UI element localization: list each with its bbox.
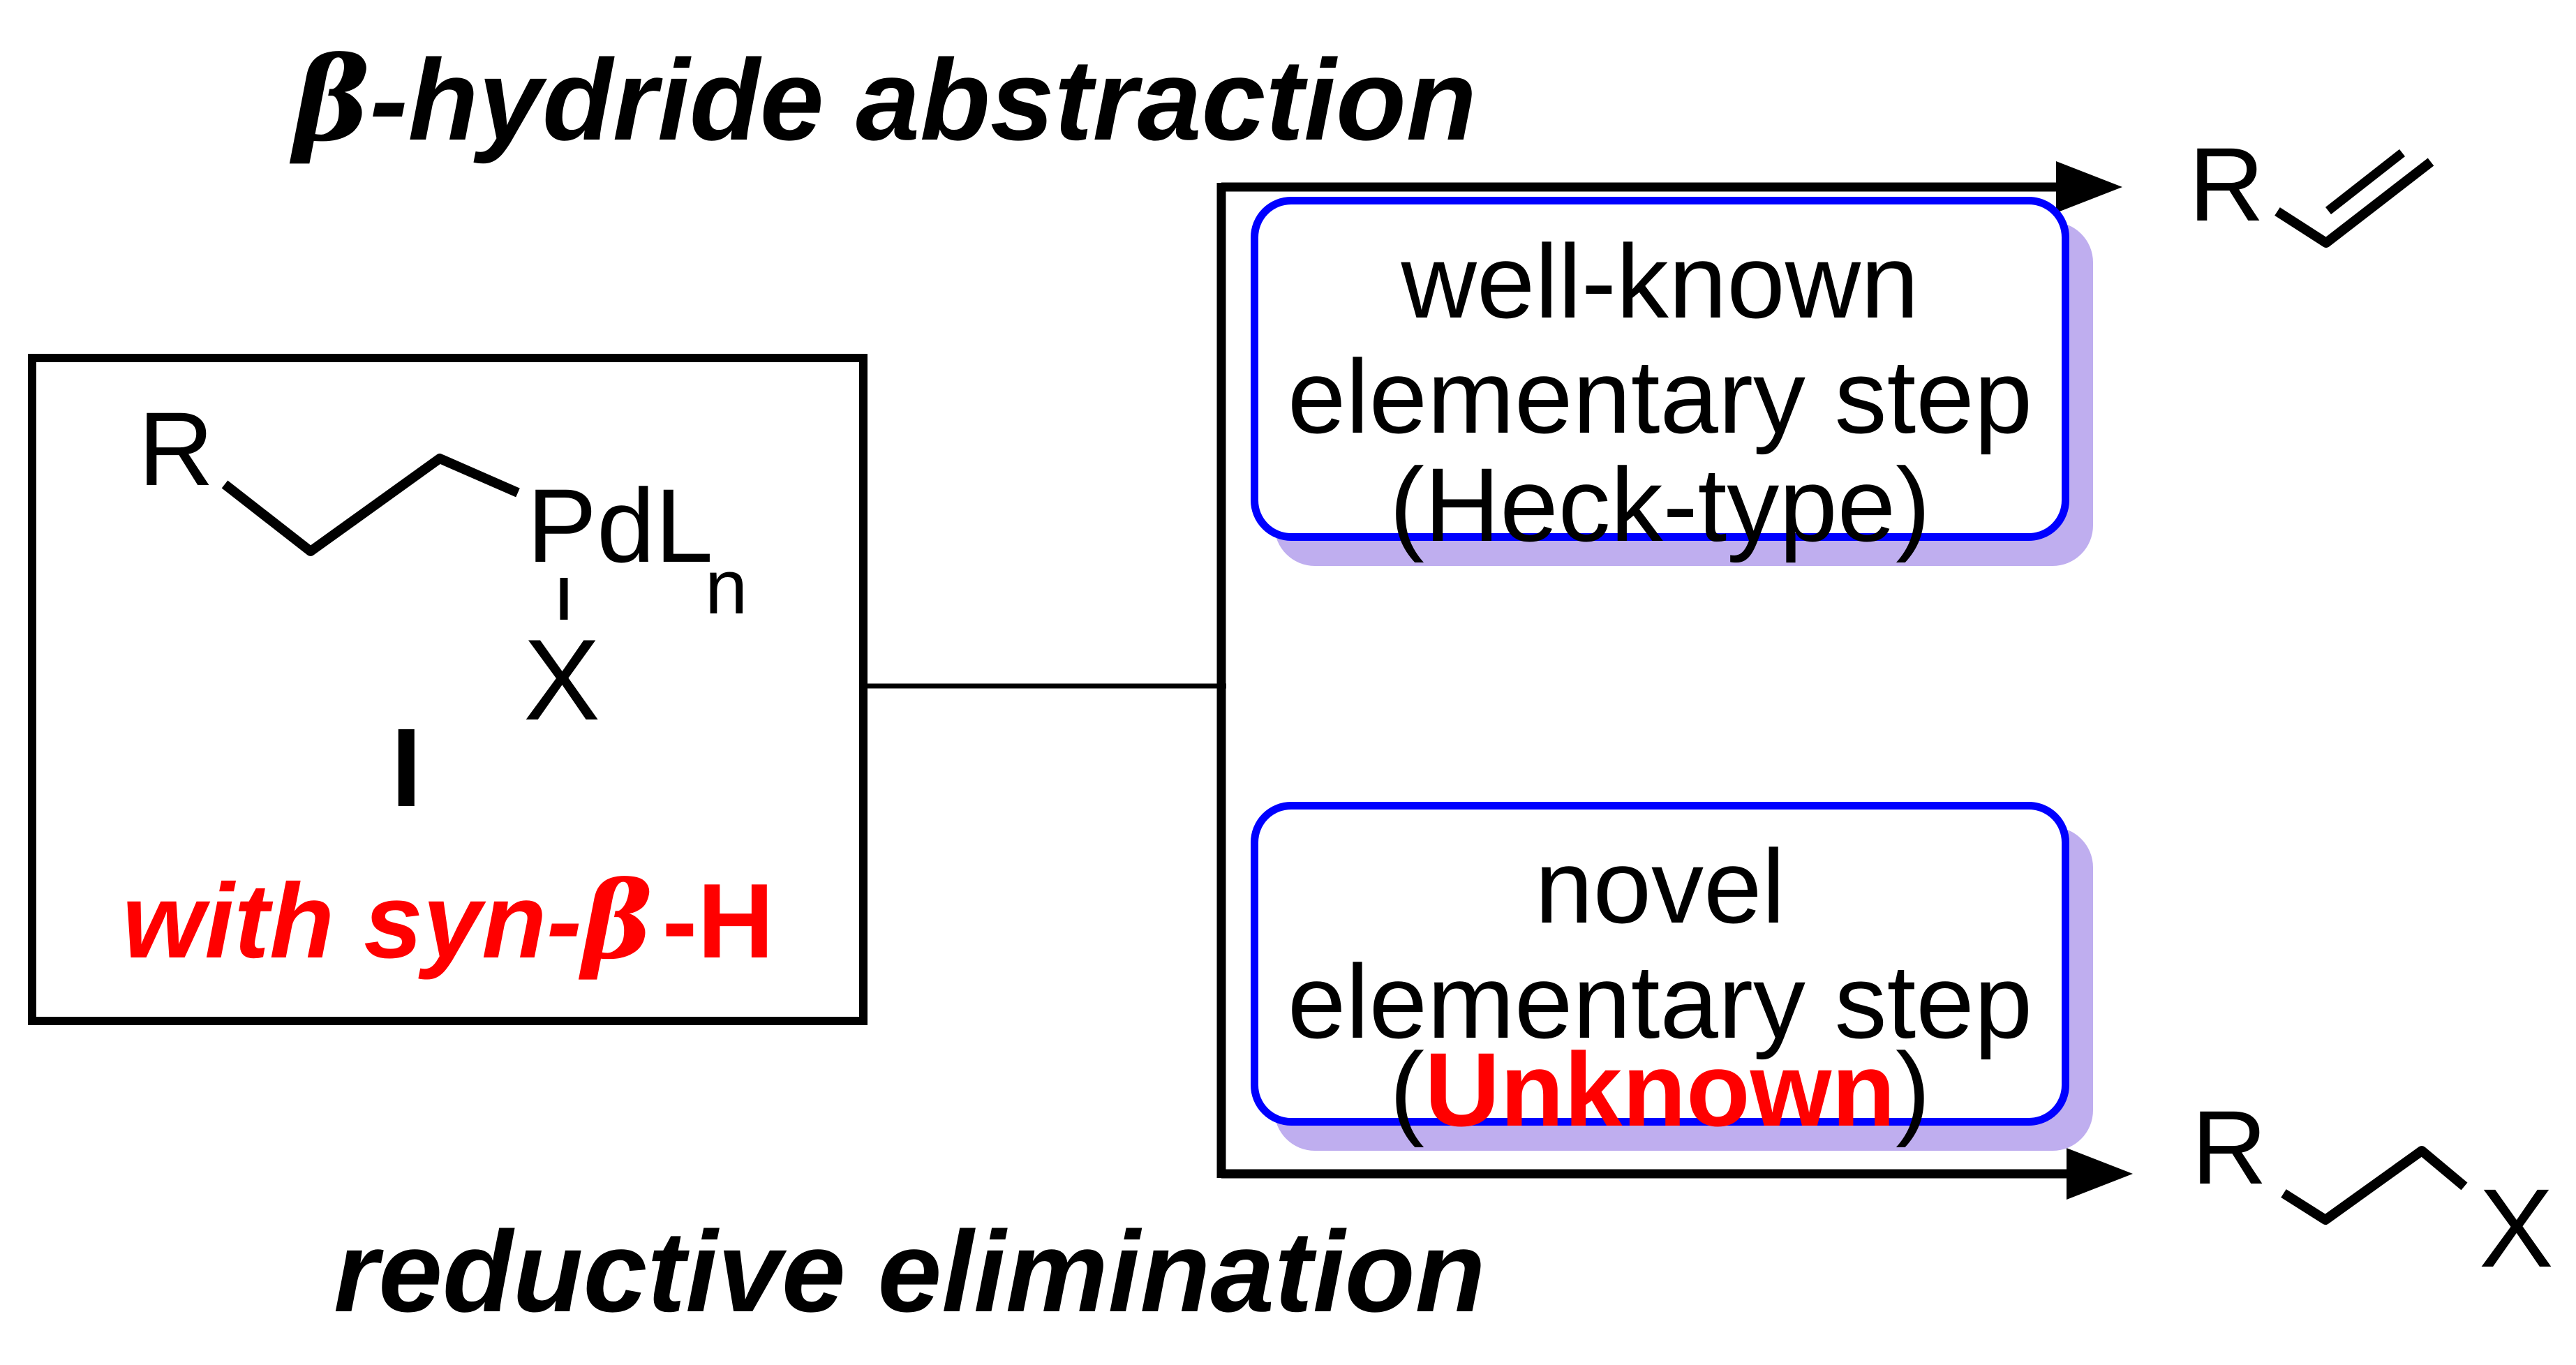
alkyl-x-chain-bonds-icon [2281, 1146, 2468, 1225]
beta-glyph: β [581, 858, 653, 983]
reactant-box [28, 354, 868, 1025]
reactant-pd-ligand: PdL [527, 467, 713, 584]
vinyl-double-bond-icon [2325, 149, 2406, 215]
vinyl-bond-icon [2275, 158, 2434, 248]
unknown-label: Unknown [1424, 1031, 1896, 1148]
bottom-arrowhead-icon [2067, 1148, 2133, 1200]
novel-step-box: novel elementary step (Unknown) [1251, 802, 2069, 1142]
product-top-r-group: R [2189, 126, 2265, 243]
alkyl-chain-bonds-icon [221, 454, 520, 556]
reactant-pd-ligand-subscript: n [705, 544, 748, 630]
reactant-x-ligand: X [523, 616, 601, 744]
heck-type-label: Heck-type [1424, 446, 1896, 563]
beta-glyph: β [293, 31, 370, 167]
step-box-line: well-known [1401, 223, 1919, 340]
reactant-r-group: R [138, 390, 214, 507]
compound-number: I [391, 705, 422, 830]
reductive-elimination-label: reductive elimination [334, 1207, 1486, 1336]
step-box-line: novel [1535, 828, 1785, 945]
syn-beta-h-annotation: with syn-β-H [122, 858, 775, 983]
step-box-line: elementary step [1287, 943, 2033, 1060]
well-known-step-box: well-known elementary step (Heck-type) [1251, 197, 2069, 557]
product-bottom-r-group: R [2191, 1089, 2268, 1206]
step-box-line: (Heck-type) [1389, 446, 1931, 563]
step-box-line: (Unknown) [1390, 1031, 1930, 1148]
beta-hydride-abstraction-label: β-hydride abstraction [293, 31, 1477, 167]
product-bottom-x-group: X [2479, 1165, 2554, 1290]
step-box-line: elementary step [1287, 338, 2033, 455]
top-arrowhead-icon [2056, 161, 2122, 213]
